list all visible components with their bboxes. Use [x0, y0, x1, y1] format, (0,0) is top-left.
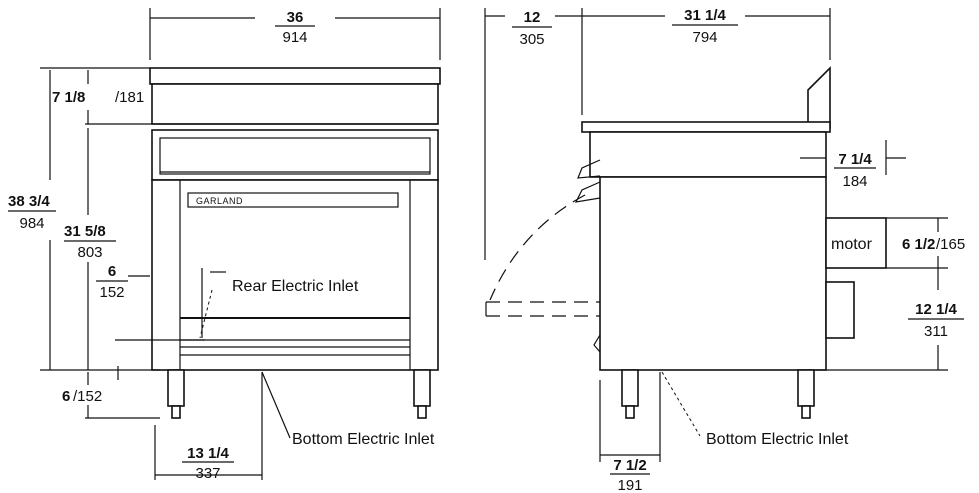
side-lower-knob	[593, 334, 601, 353]
side-rear-leg	[797, 369, 815, 407]
dim-width-mm: 914	[282, 29, 307, 46]
rear-inlet-label: Rear Electric Inlet	[232, 278, 359, 295]
dim-body-height-fraction: 31 5/8	[64, 223, 106, 240]
dim-rear-clearance-fraction: 12	[524, 9, 541, 26]
motor-label: motor	[831, 236, 873, 253]
front-drawer-panel	[159, 137, 431, 175]
front-nameplate	[187, 192, 399, 208]
side-motor-box	[825, 217, 887, 269]
dim-depth-mm: 794	[692, 29, 717, 46]
dim-side-offset-mm: 191	[617, 477, 642, 493]
side-front-foot	[625, 405, 635, 419]
side-upper-frame	[589, 131, 827, 178]
dim-top-height-mm: /181	[115, 89, 144, 106]
dim-side-offset-fraction: 7 1/2	[613, 457, 646, 474]
dim-body-height-mm: 803	[77, 244, 102, 261]
side-cabinet	[599, 176, 827, 371]
dim-motor-depth-mm: 184	[842, 173, 867, 190]
front-right-leg	[413, 369, 431, 407]
front-left-foot	[171, 405, 181, 419]
front-left-leg	[167, 369, 185, 407]
brand-label: GARLAND	[196, 196, 243, 206]
side-view: motor 12 305 31 1/4 794 7 1/4 18	[484, 7, 965, 493]
dim-leg-height-fraction: 6	[62, 388, 70, 405]
dim-width-fraction: 36	[287, 9, 304, 26]
side-rear-foot	[801, 405, 811, 419]
side-backsplash	[807, 66, 831, 129]
dim-total-height-mm: 984	[19, 215, 44, 232]
front-right-foot	[417, 405, 427, 419]
bottom-inlet-leader	[261, 371, 291, 439]
dim-rear-clearance-mm: 305	[519, 31, 544, 48]
dim-motor-height-fraction: 6 1/2	[902, 236, 935, 253]
door-swing-arc	[489, 194, 586, 301]
rear-inlet-leader	[199, 289, 213, 339]
side-bottom-inlet-label: Bottom Electric Inlet	[706, 431, 849, 448]
dim-motor-elevation-fraction: 12 1/4	[915, 301, 957, 318]
bottom-inlet-label: Bottom Electric Inlet	[292, 431, 435, 448]
side-bottom-inlet-leader	[661, 371, 701, 437]
dim-motor-depth-fraction: 7 1/4	[838, 151, 872, 168]
dim-leg-height-mm: /152	[73, 388, 102, 405]
side-handle-bottom	[574, 181, 601, 203]
dim-total-height-fraction: 38 3/4	[8, 193, 50, 210]
front-upper-frame	[151, 83, 439, 125]
front-cabinet	[151, 179, 439, 371]
front-top-plate	[149, 67, 441, 85]
dim-bottom-offset-mm: 337	[195, 465, 220, 482]
dim-inlet-height-mm: 152	[99, 284, 124, 301]
dim-motor-height-mm: /165	[936, 236, 965, 253]
side-griddle-plate	[581, 121, 831, 133]
side-lower-box	[825, 281, 855, 339]
dim-inlet-height-fraction: 6	[108, 263, 116, 280]
dim-depth-fraction: 31 1/4	[684, 7, 726, 24]
dim-motor-elevation-mm: 311	[924, 323, 948, 340]
side-handle-top	[577, 159, 601, 179]
side-front-leg	[621, 369, 639, 407]
dim-top-height-fraction: 7 1/8	[52, 89, 85, 106]
front-view: GARLAND 36 914 7 1/8 /181 38 3/4 984	[8, 8, 441, 482]
dim-bottom-offset-fraction: 13 1/4	[187, 445, 229, 462]
